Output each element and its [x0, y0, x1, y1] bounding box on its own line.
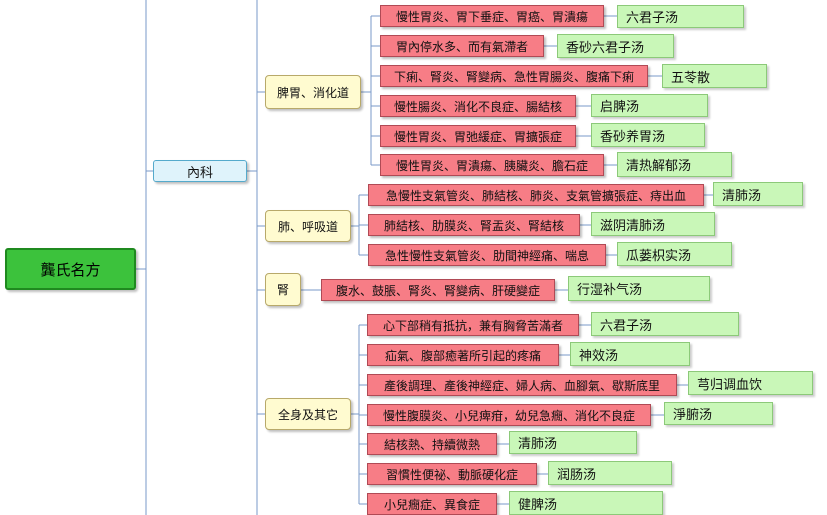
formula-node[interactable]: 香砂养胃汤: [591, 123, 705, 147]
root-node[interactable]: 龔氏名方: [5, 248, 136, 290]
symptom-node[interactable]: 疝氣、腹部癒著所引起的疼痛: [367, 344, 559, 366]
formula-node[interactable]: 行湿补气汤: [568, 276, 710, 301]
symptom-node[interactable]: 急慢性支氣管炎、肺結核、肺炎、支氣管擴張症、痔出血: [368, 184, 704, 206]
formula-node[interactable]: 清肺汤: [509, 431, 637, 454]
symptom-node[interactable]: 胃內停水多、而有氣滯者: [380, 35, 544, 57]
symptom-node[interactable]: 心下部稍有抵抗，兼有胸脅苦滿者: [367, 314, 579, 336]
symptom-node[interactable]: 慢性腹膜炎、小兒痺疳，幼兒急癇、消化不良症: [367, 404, 651, 426]
formula-node[interactable]: 润肠汤: [548, 461, 672, 485]
symptom-node[interactable]: 下痢、腎炎、腎變病、急性胃腸炎、腹痛下痢: [380, 65, 648, 87]
category-general[interactable]: 全身及其它: [265, 398, 351, 430]
formula-node[interactable]: 六君子汤: [591, 312, 739, 336]
formula-node[interactable]: 香砂六君子汤: [557, 34, 674, 58]
symptom-node[interactable]: 結核熱、持續微熱: [367, 433, 497, 455]
symptom-node[interactable]: 慢性胃炎、胃弛緩症、胃擴張症: [380, 125, 576, 147]
formula-node[interactable]: 清热解郁汤: [617, 152, 732, 177]
formula-node[interactable]: 清肺汤: [713, 182, 803, 206]
department-node[interactable]: 內科: [153, 160, 247, 182]
formula-node[interactable]: 滋阴清肺汤: [591, 212, 715, 236]
formula-node[interactable]: 五苓散: [662, 64, 767, 88]
category-kidney[interactable]: 腎: [265, 273, 301, 306]
symptom-node[interactable]: 慢性胃炎、胃潰瘍、胰臟炎、膽石症: [380, 154, 604, 176]
formula-node[interactable]: 神效汤: [570, 342, 690, 366]
formula-node[interactable]: 六君子汤: [617, 5, 744, 28]
symptom-node[interactable]: 慢性腸炎、消化不良症、腸結核: [380, 95, 576, 117]
symptom-node[interactable]: 腹水、鼓脹、腎炎、腎變病、肝硬變症: [321, 279, 555, 301]
symptom-node[interactable]: 習慣性便祕、動脈硬化症: [367, 463, 537, 485]
symptom-node[interactable]: 小兒癇症、異食症: [367, 493, 497, 515]
symptom-node[interactable]: 慢性胃炎、胃下垂症、胃癌、胃潰瘍: [380, 5, 604, 27]
symptom-node[interactable]: 急性慢性支氣管炎、肋間神經痛、喘息: [368, 244, 606, 266]
formula-node[interactable]: 启脾汤: [591, 94, 708, 117]
symptom-node[interactable]: 肺結核、肋膜炎、腎盂炎、腎結核: [368, 214, 580, 236]
formula-node[interactable]: 健脾汤: [509, 491, 663, 515]
formula-node[interactable]: 芎归调血饮: [688, 371, 813, 395]
category-spleen-stomach[interactable]: 脾胃、消化道: [265, 75, 361, 109]
formula-node[interactable]: 淨腑汤: [664, 402, 773, 425]
symptom-node[interactable]: 產後調理、產後神經症、婦人病、血腳氣、歇斯底里: [367, 374, 677, 396]
category-lung[interactable]: 肺、呼吸道: [265, 210, 351, 242]
formula-node[interactable]: 瓜蒌枳实汤: [617, 242, 732, 266]
